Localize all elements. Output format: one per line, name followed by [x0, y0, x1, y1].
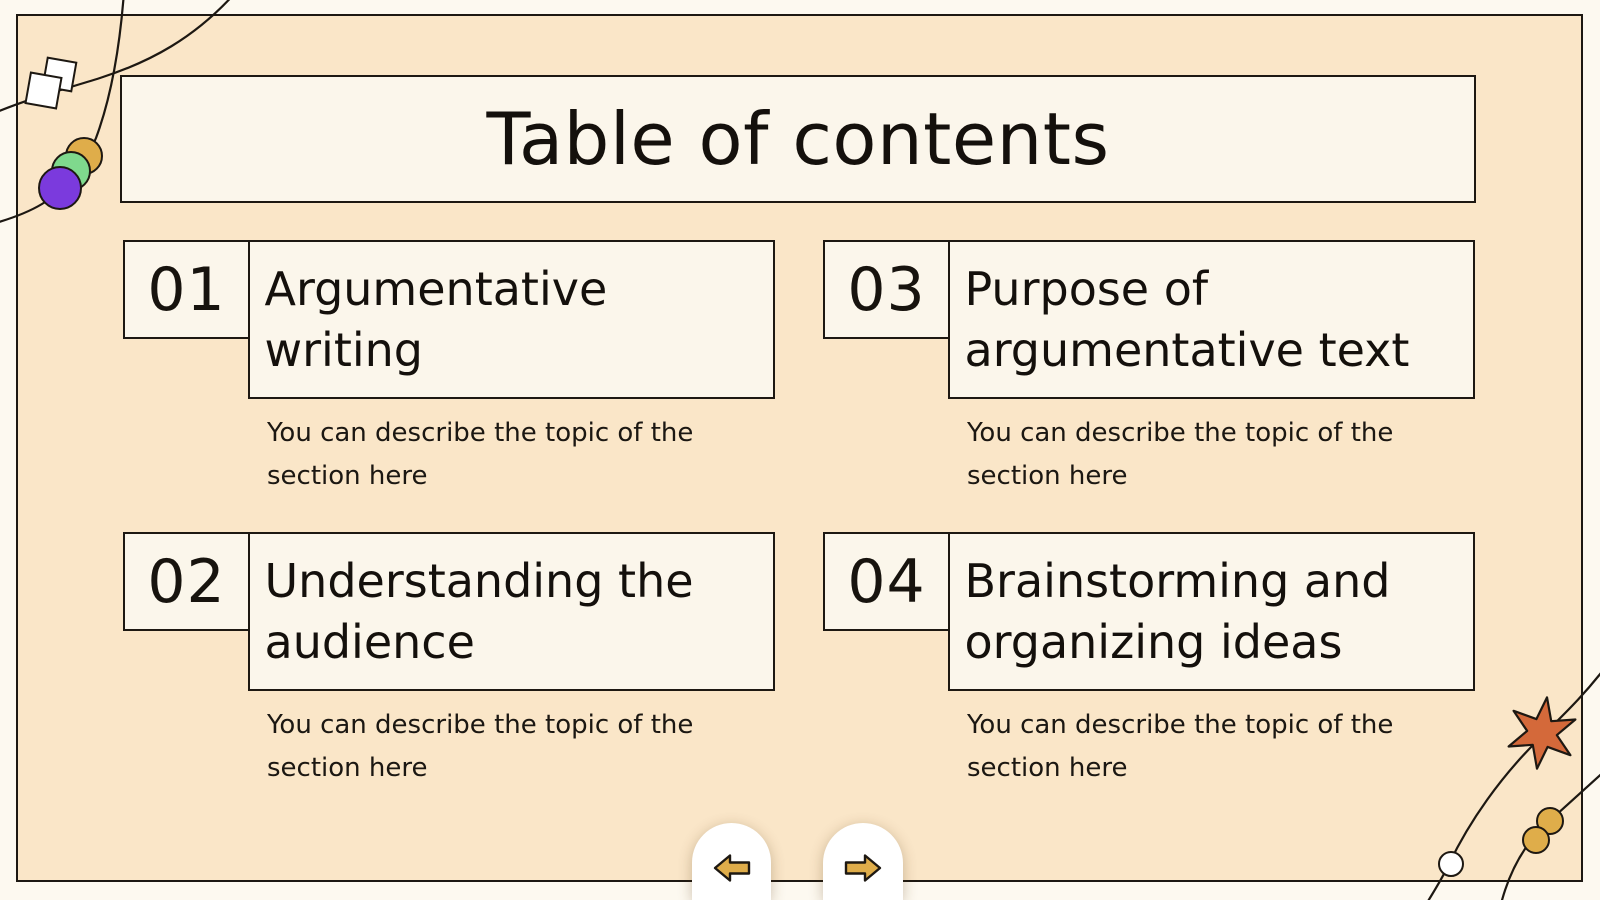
toc-item-04: 04 Brainstorming and organizing ideas Yo…: [823, 532, 1503, 822]
toc-item-01-title-box[interactable]: Argumentative writing: [247, 240, 775, 399]
toc-item-04-title-box[interactable]: Brainstorming and organizing ideas: [947, 532, 1475, 691]
toc-item-01-number-box[interactable]: 01: [123, 240, 250, 339]
toc-item-02-title: Understanding the audience: [264, 553, 694, 669]
toc-item-01: 01 Argumentative writing You can describ…: [123, 240, 803, 530]
slide-title: Table of contents: [486, 97, 1110, 181]
toc-item-01-title: Argumentative writing: [264, 261, 608, 377]
toc-item-04-title: Brainstorming and organizing ideas: [964, 553, 1391, 669]
toc-item-03-title-box[interactable]: Purpose of argumentative text: [947, 240, 1475, 399]
toc-item-04-description: You can describe the topic of the sectio…: [967, 710, 1394, 783]
slide-title-box[interactable]: Table of contents: [120, 75, 1476, 203]
toc-item-02-description: You can describe the topic of the sectio…: [267, 710, 694, 783]
toc-item-03-number: 03: [847, 254, 926, 325]
toc-item-04-number-box[interactable]: 04: [823, 532, 950, 631]
toc-item-02: 02 Understanding the audience You can de…: [123, 532, 803, 822]
toc-item-03-title: Purpose of argumentative text: [964, 261, 1410, 377]
arrow-left-icon: [713, 853, 750, 882]
prev-slide-button[interactable]: [692, 823, 771, 900]
next-slide-button[interactable]: [823, 823, 903, 900]
toc-item-03-number-box[interactable]: 03: [823, 240, 950, 339]
arrow-right-icon: [844, 853, 882, 882]
toc-item-03: 03 Purpose of argumentative text You can…: [823, 240, 1503, 530]
toc-item-02-number: 02: [147, 546, 226, 617]
toc-item-02-number-box[interactable]: 02: [123, 532, 250, 631]
toc-item-03-description: You can describe the topic of the sectio…: [967, 418, 1394, 491]
toc-item-01-number: 01: [147, 254, 226, 325]
toc-item-04-number: 04: [847, 546, 926, 617]
toc-item-01-description: You can describe the topic of the sectio…: [267, 418, 694, 491]
toc-item-02-title-box[interactable]: Understanding the audience: [247, 532, 775, 691]
